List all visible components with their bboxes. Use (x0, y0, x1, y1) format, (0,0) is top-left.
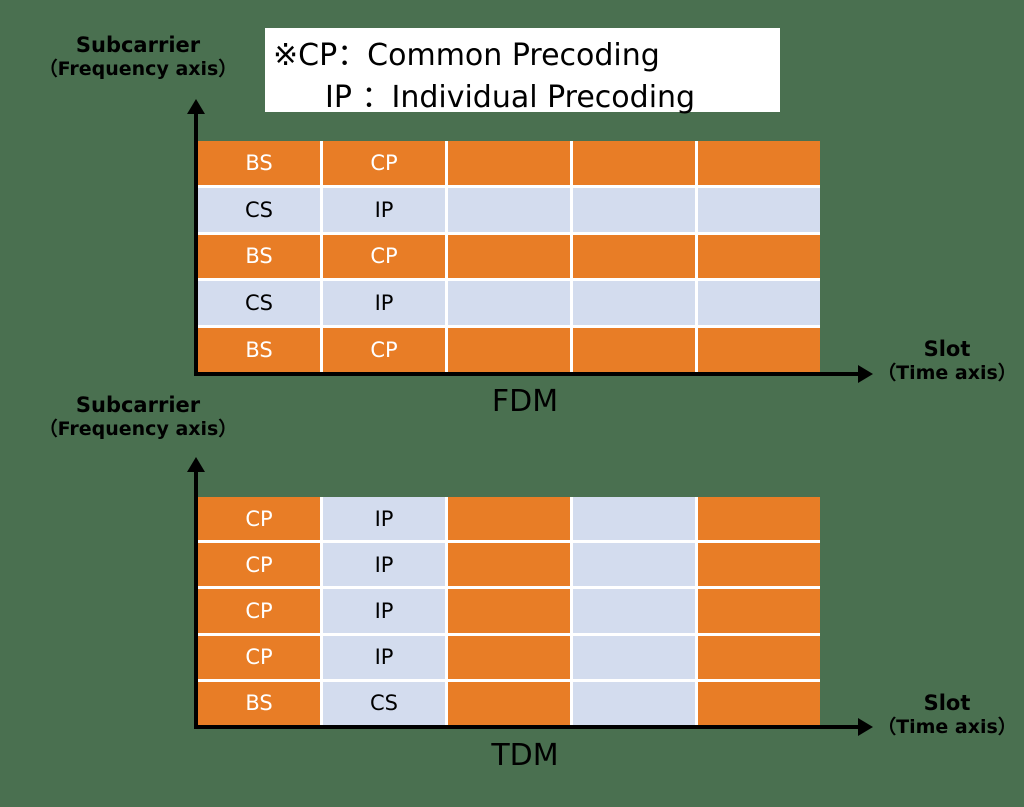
fdm-cell-r2-c5 (698, 187, 820, 232)
fdm-cell-r4-c3 (448, 281, 570, 326)
tdm-cell-r2-c5 (698, 543, 820, 587)
tdm-cell-r5-c3 (448, 681, 570, 725)
tdm-cell-r1-c5 (698, 497, 820, 541)
fdm-cell-r4-c4 (573, 281, 695, 326)
tdm-cell-r5-c1: BS (198, 681, 320, 725)
tdm-y-axis-label: Subcarrier （Frequency axis） (38, 392, 238, 442)
tdm-cell-r3-c2: IP (323, 589, 445, 633)
tdm-y-axis-title: Subcarrier (75, 393, 201, 417)
fdm-cell-r2-c1: CS (198, 187, 320, 232)
fdm-y-axis-sub: （Frequency axis） (38, 58, 238, 81)
fdm-caption: FDM (491, 384, 559, 419)
fdm-cell-r3-c2: CP (323, 234, 445, 279)
tdm-cell-r1-c3 (448, 497, 570, 541)
tdm-cell-r5-c4 (573, 681, 695, 725)
fdm-cell-r5-c1: BS (198, 328, 320, 372)
tdm-cell-r4-c3 (448, 635, 570, 679)
fdm-cell-r4-c2: IP (323, 281, 445, 326)
fdm-x-axis-sub: （Time axis） (877, 362, 1017, 385)
tdm-cell-r4-c2: IP (323, 635, 445, 679)
tdm-x-axis-title: Slot (923, 691, 971, 715)
fdm-x-axis-title: Slot (923, 337, 971, 361)
tdm-cell-r4-c5 (698, 635, 820, 679)
fdm-cell-r2-c3 (448, 187, 570, 232)
fdm-x-axis-line (194, 365, 873, 383)
tdm-cell-r3-c1: CP (198, 589, 320, 633)
tdm-y-axis-line (187, 457, 205, 727)
legend-line-common-precoding: ※CP：Common Precoding (273, 38, 660, 73)
fdm-cell-r5-c4 (573, 328, 695, 372)
tdm-caption: TDM (491, 738, 559, 773)
fdm-cell-r3-c3 (448, 234, 570, 279)
fdm-cell-r2-c2: IP (323, 187, 445, 232)
tdm-cell-r1-c1: CP (198, 497, 320, 541)
fdm-cell-r1-c3 (448, 141, 570, 185)
tdm-cell-r2-c1: CP (198, 543, 320, 587)
fdm-y-axis-title: Subcarrier (75, 33, 201, 57)
fdm-y-axis-label: Subcarrier （Frequency axis） (38, 32, 238, 82)
fdm-cell-r3-c4 (573, 234, 695, 279)
tdm-cell-r2-c4 (573, 543, 695, 587)
fdm-cell-r1-c5 (698, 141, 820, 185)
fdm-x-axis-label: Slot （Time axis） (872, 336, 1022, 386)
tdm-cell-r3-c4 (573, 589, 695, 633)
legend-line-individual-precoding: IP ：Individual Precoding (325, 80, 696, 115)
fdm-cell-r3-c5 (698, 234, 820, 279)
tdm-cell-r4-c1: CP (198, 635, 320, 679)
tdm-cell-r3-c3 (448, 589, 570, 633)
fdm-cell-r5-c2: CP (323, 328, 445, 372)
fdm-cell-r4-c5 (698, 281, 820, 326)
tdm-cell-r5-c5 (698, 681, 820, 725)
tdm-cell-r5-c2: CS (323, 681, 445, 725)
fdm-cell-r1-c2: CP (323, 141, 445, 185)
tdm-x-axis-label: Slot （Time axis） (872, 690, 1022, 740)
legend-box: ※CP：Common Precoding IP ：Individual Prec… (265, 28, 780, 115)
tdm-x-axis-line (194, 718, 873, 736)
tdm-cell-r1-c2: IP (323, 497, 445, 541)
tdm-cell-r1-c4 (573, 497, 695, 541)
fdm-cell-r1-c4 (573, 141, 695, 185)
tdm-cell-r4-c4 (573, 635, 695, 679)
tdm-y-axis-sub: （Frequency axis） (38, 418, 238, 441)
tdm-cell-r2-c3 (448, 543, 570, 587)
tdm-cell-r2-c2: IP (323, 543, 445, 587)
tdm-cell-r3-c5 (698, 589, 820, 633)
tdm-x-axis-sub: （Time axis） (877, 716, 1017, 739)
fdm-cell-r5-c3 (448, 328, 570, 372)
fdm-cell-r5-c5 (698, 328, 820, 372)
fdm-cell-r1-c1: BS (198, 141, 320, 185)
fdm-cell-r2-c4 (573, 187, 695, 232)
fdm-cell-r4-c1: CS (198, 281, 320, 326)
fdm-cell-r3-c1: BS (198, 234, 320, 279)
fdm-y-axis-line (187, 99, 205, 374)
